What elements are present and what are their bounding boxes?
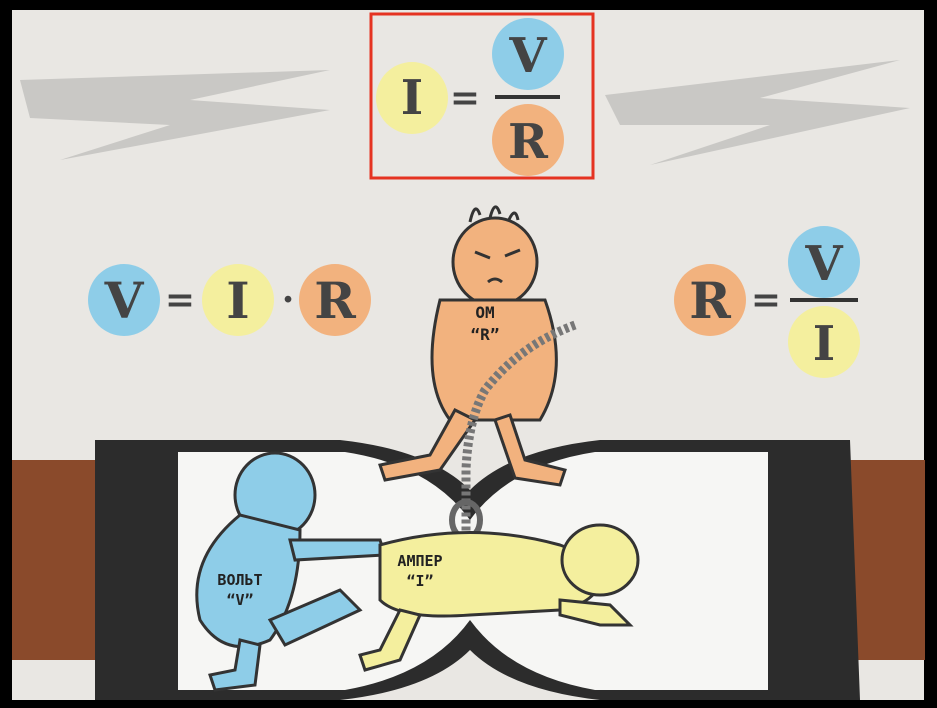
ohm-label-line2: “R” — [471, 325, 500, 344]
right-formula-num: V — [804, 236, 843, 292]
left-formula-b: I — [226, 271, 249, 330]
volt-label-line1: ВОЛЬТ — [217, 571, 262, 589]
ohm-head — [453, 218, 537, 306]
top-formula-num: V — [508, 28, 547, 84]
volt-arm — [290, 540, 385, 560]
left-formula-eq: = — [165, 279, 195, 321]
left-formula-dot: · — [282, 279, 295, 321]
top-formula-lhs: I — [401, 70, 423, 126]
right-formula-lhs: R — [689, 271, 731, 330]
right-formula-den: I — [813, 316, 835, 372]
ampere-label-line2: “I” — [406, 572, 433, 590]
left-formula-a: V — [104, 271, 145, 330]
top-formula-eq: = — [450, 77, 480, 119]
volt-label-line2: “V” — [226, 591, 253, 609]
right-formula-eq: = — [751, 279, 781, 321]
ampere-label-line1: АМПЕР — [397, 552, 442, 570]
left-formula-c: R — [314, 271, 356, 330]
top-formula-den: R — [508, 114, 549, 170]
ohm-label-line1: ОМ — [475, 303, 494, 322]
ampere-head — [562, 525, 638, 595]
